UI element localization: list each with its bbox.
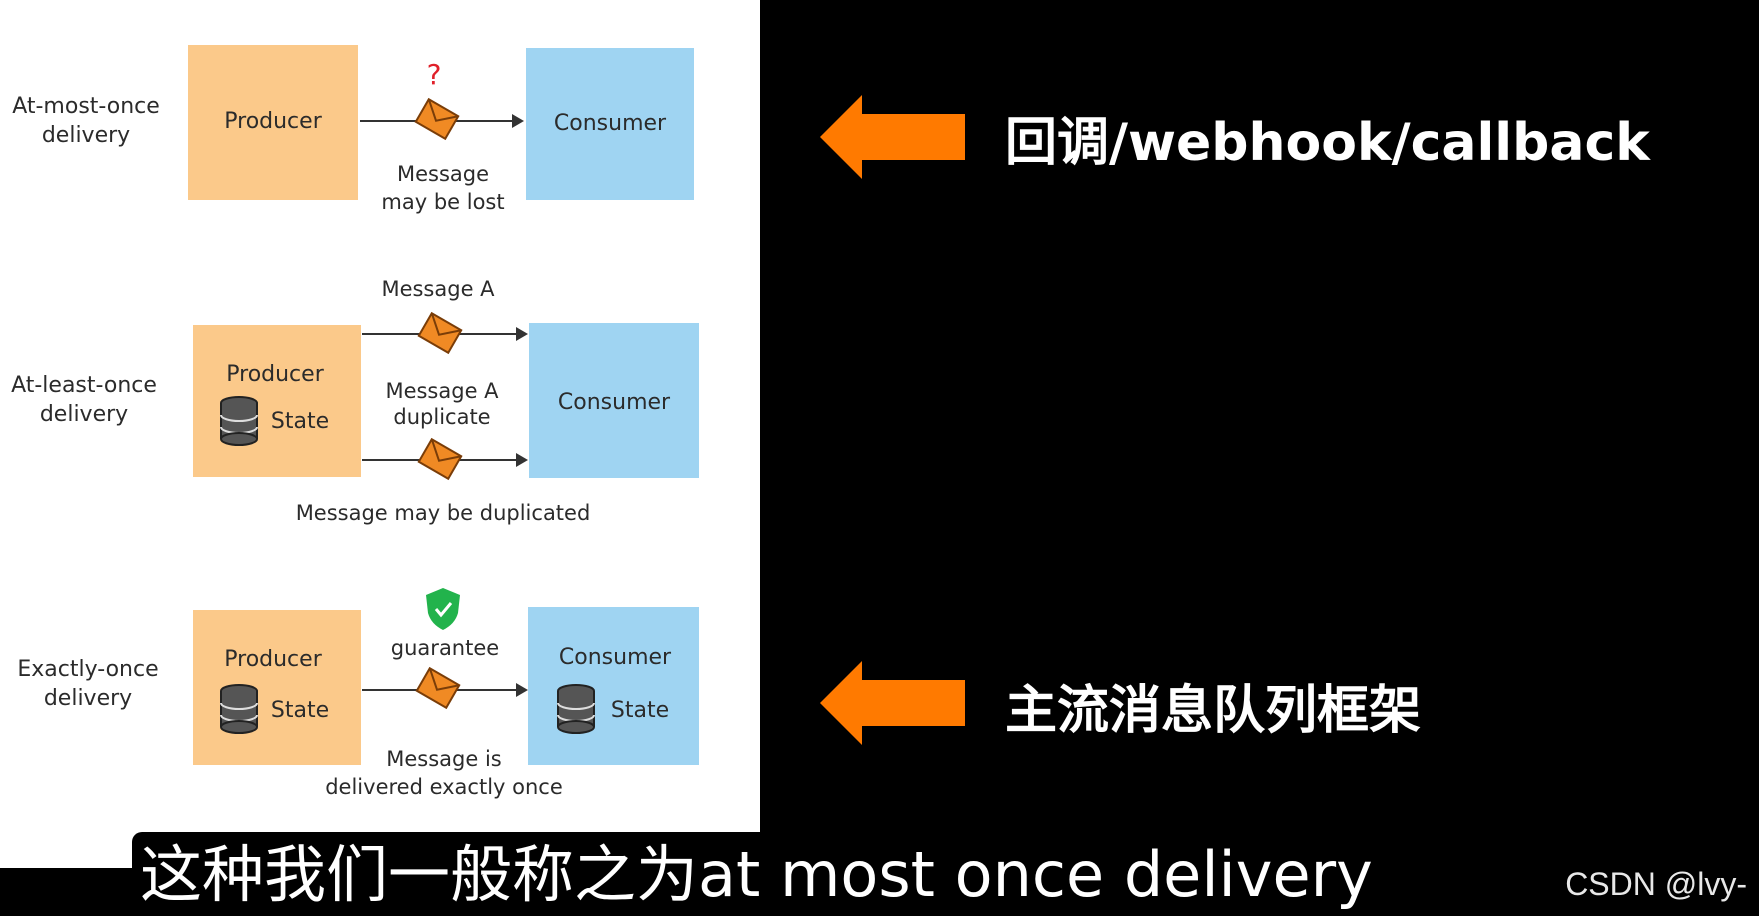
- annotation-callback: 回调/webhook/callback: [1005, 113, 1650, 173]
- row3-arrow-head: [516, 683, 528, 697]
- row2-middle-caption-line2: duplicate: [393, 405, 490, 429]
- row3-label-line1: Exactly-once: [17, 657, 158, 682]
- row3-producer-database-icon: [220, 684, 258, 734]
- subtitle-background: [132, 832, 1432, 916]
- row1-caption-line1: Message: [397, 162, 489, 186]
- row1-label-line1: At-most-once: [12, 94, 160, 119]
- top-pointer-arrow-icon: [820, 95, 965, 179]
- row2-arrow-top-head: [516, 327, 528, 341]
- row1-caption-line2: may be lost: [381, 190, 504, 214]
- row2-producer-state-label: State: [271, 409, 329, 434]
- row1-question-mark: ?: [427, 58, 442, 91]
- row2-bottom-caption: Message may be duplicated: [296, 501, 591, 525]
- row2-envelope-top-icon: [417, 311, 463, 355]
- row3-envelope-icon: [415, 666, 461, 710]
- row3-producer-state-label: State: [271, 698, 329, 723]
- row2-consumer-label: Consumer: [558, 390, 671, 415]
- row2-arrow-bottom-head: [516, 453, 528, 467]
- row2-middle-caption-line1: Message A: [385, 379, 499, 403]
- row3-consumer-box: [528, 607, 699, 765]
- row1-envelope-icon: [414, 97, 460, 141]
- row1-consumer-label: Consumer: [554, 111, 667, 136]
- row2-producer-box: [193, 325, 361, 477]
- row1-producer-box: [188, 45, 358, 200]
- row2-top-caption: Message A: [381, 277, 495, 301]
- row3-caption-line2: delivered exactly once: [325, 775, 563, 799]
- row2-consumer-box: [529, 323, 699, 478]
- row3-consumer-database-icon: [557, 684, 595, 734]
- row3-top-caption: guarantee: [391, 636, 499, 660]
- row3-consumer-label: Consumer: [559, 645, 672, 670]
- diagram-panel: At-most-once delivery Producer Consumer …: [0, 0, 760, 868]
- row2-label-line1: At-least-once: [11, 373, 157, 398]
- watermark: CSDN @lvy-: [1565, 866, 1747, 902]
- row1-arrow-head: [512, 114, 524, 128]
- row3-producer-box: [193, 610, 361, 765]
- row1-label-line2: delivery: [42, 123, 130, 148]
- row3-shield-check-icon: [426, 588, 460, 630]
- bottom-pointer-arrow-icon: [820, 661, 965, 745]
- row2-label-line2: delivery: [40, 402, 128, 427]
- row3-consumer-state-label: State: [611, 698, 669, 723]
- delivery-semantics-diagram: At-most-once delivery Producer Consumer …: [11, 45, 699, 799]
- pointer-arrows: [820, 95, 965, 745]
- annotation-mainstream-mq: 主流消息队列框架: [1005, 681, 1422, 741]
- row3-producer-label: Producer: [224, 647, 322, 672]
- row3-label-line2: delivery: [44, 686, 132, 711]
- row2-producer-label: Producer: [226, 362, 324, 387]
- row3-caption-line1: Message is: [386, 747, 502, 771]
- row2-envelope-bottom-icon: [417, 437, 463, 481]
- row1-producer-label: Producer: [224, 109, 322, 134]
- row2-producer-database-icon: [220, 396, 258, 446]
- row1-consumer-box: [526, 48, 694, 200]
- video-subtitle: 这种我们一般称之为at most once delivery: [140, 838, 1373, 911]
